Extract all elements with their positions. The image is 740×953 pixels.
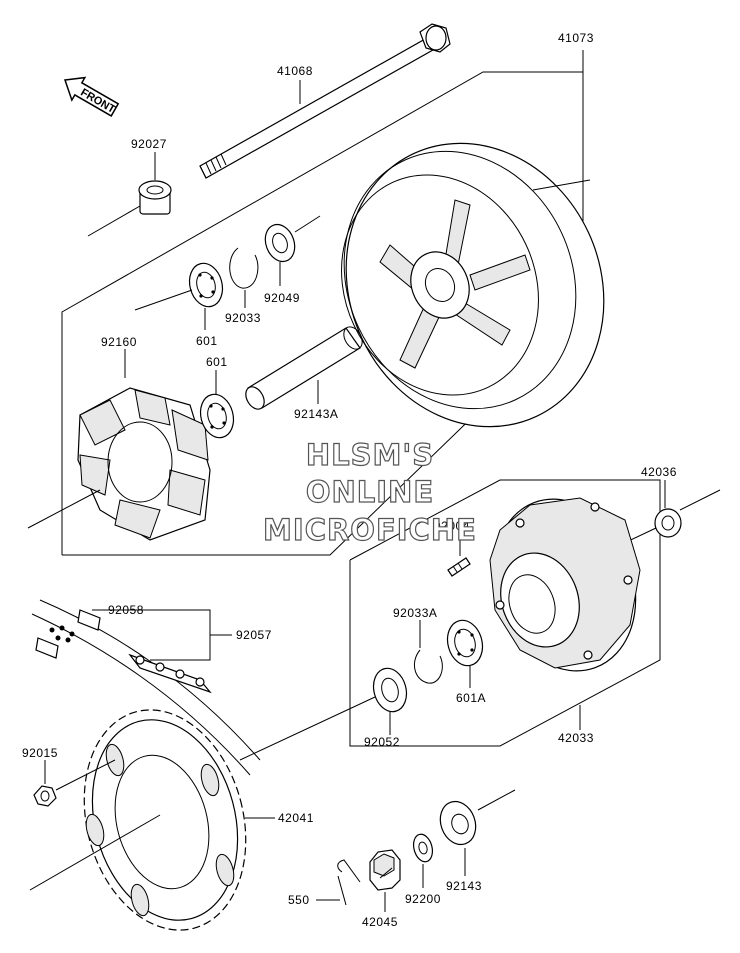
nut-92015	[33, 759, 116, 807]
label-92143A: 92143A	[294, 407, 338, 421]
seal-92052	[239, 667, 408, 761]
circlip-92033A	[413, 649, 443, 684]
sprocket-42041	[29, 709, 247, 931]
label-41068: 41068	[277, 64, 313, 78]
watermark-line2: ONLINE	[306, 475, 434, 509]
watermark-line3: MICROFICHE	[263, 513, 477, 547]
axle-41068	[199, 23, 451, 179]
label-92027: 92027	[131, 137, 167, 151]
label-41073: 41073	[558, 31, 594, 45]
circlip-92033	[229, 247, 259, 289]
watermark-line1: HLSM'S	[306, 438, 434, 472]
label-92004: 92004	[434, 519, 470, 533]
collar-42036	[619, 489, 721, 546]
chain-link-92058	[35, 609, 101, 659]
hub-group-outline	[349, 479, 661, 747]
label-92052: 92052	[364, 735, 400, 749]
label-92160: 92160	[101, 335, 137, 349]
label-92033: 92033	[225, 311, 261, 325]
label-550: 550	[288, 893, 310, 907]
bearing-601A	[446, 619, 484, 667]
front-arrow-icon: FRONT	[63, 76, 120, 117]
cotter-pin-550	[337, 859, 361, 906]
spacer-92027	[87, 180, 172, 237]
sleeve-92143A	[245, 326, 363, 410]
bearing-601-upper	[134, 262, 224, 311]
label-42041: 42041	[278, 811, 314, 825]
stud-92004	[447, 557, 471, 577]
washer-92200	[412, 833, 434, 863]
label-42033: 42033	[558, 731, 594, 745]
label-92057: 92057	[236, 628, 272, 642]
label-92033A: 92033A	[393, 606, 437, 620]
collar-92049	[264, 215, 321, 263]
damper-92160	[27, 387, 211, 541]
collar-92143	[439, 789, 516, 846]
bearing-601-lower	[199, 393, 235, 439]
wheel-41073	[341, 142, 605, 428]
hub-42033	[489, 497, 641, 672]
label-92058: 92058	[108, 603, 144, 617]
label-92143: 92143	[446, 879, 482, 893]
front-label: FRONT	[78, 87, 117, 116]
label-42036: 42036	[641, 465, 677, 479]
chain-92057	[31, 599, 261, 776]
label-92015: 92015	[22, 746, 58, 760]
label-92200: 92200	[405, 892, 441, 906]
label-92049: 92049	[264, 291, 300, 305]
label-601-upper: 601	[196, 334, 218, 348]
label-42045: 42045	[362, 915, 398, 929]
label-601A: 601A	[456, 691, 486, 705]
nut-42045	[369, 849, 401, 891]
label-601-lower: 601	[206, 355, 228, 369]
